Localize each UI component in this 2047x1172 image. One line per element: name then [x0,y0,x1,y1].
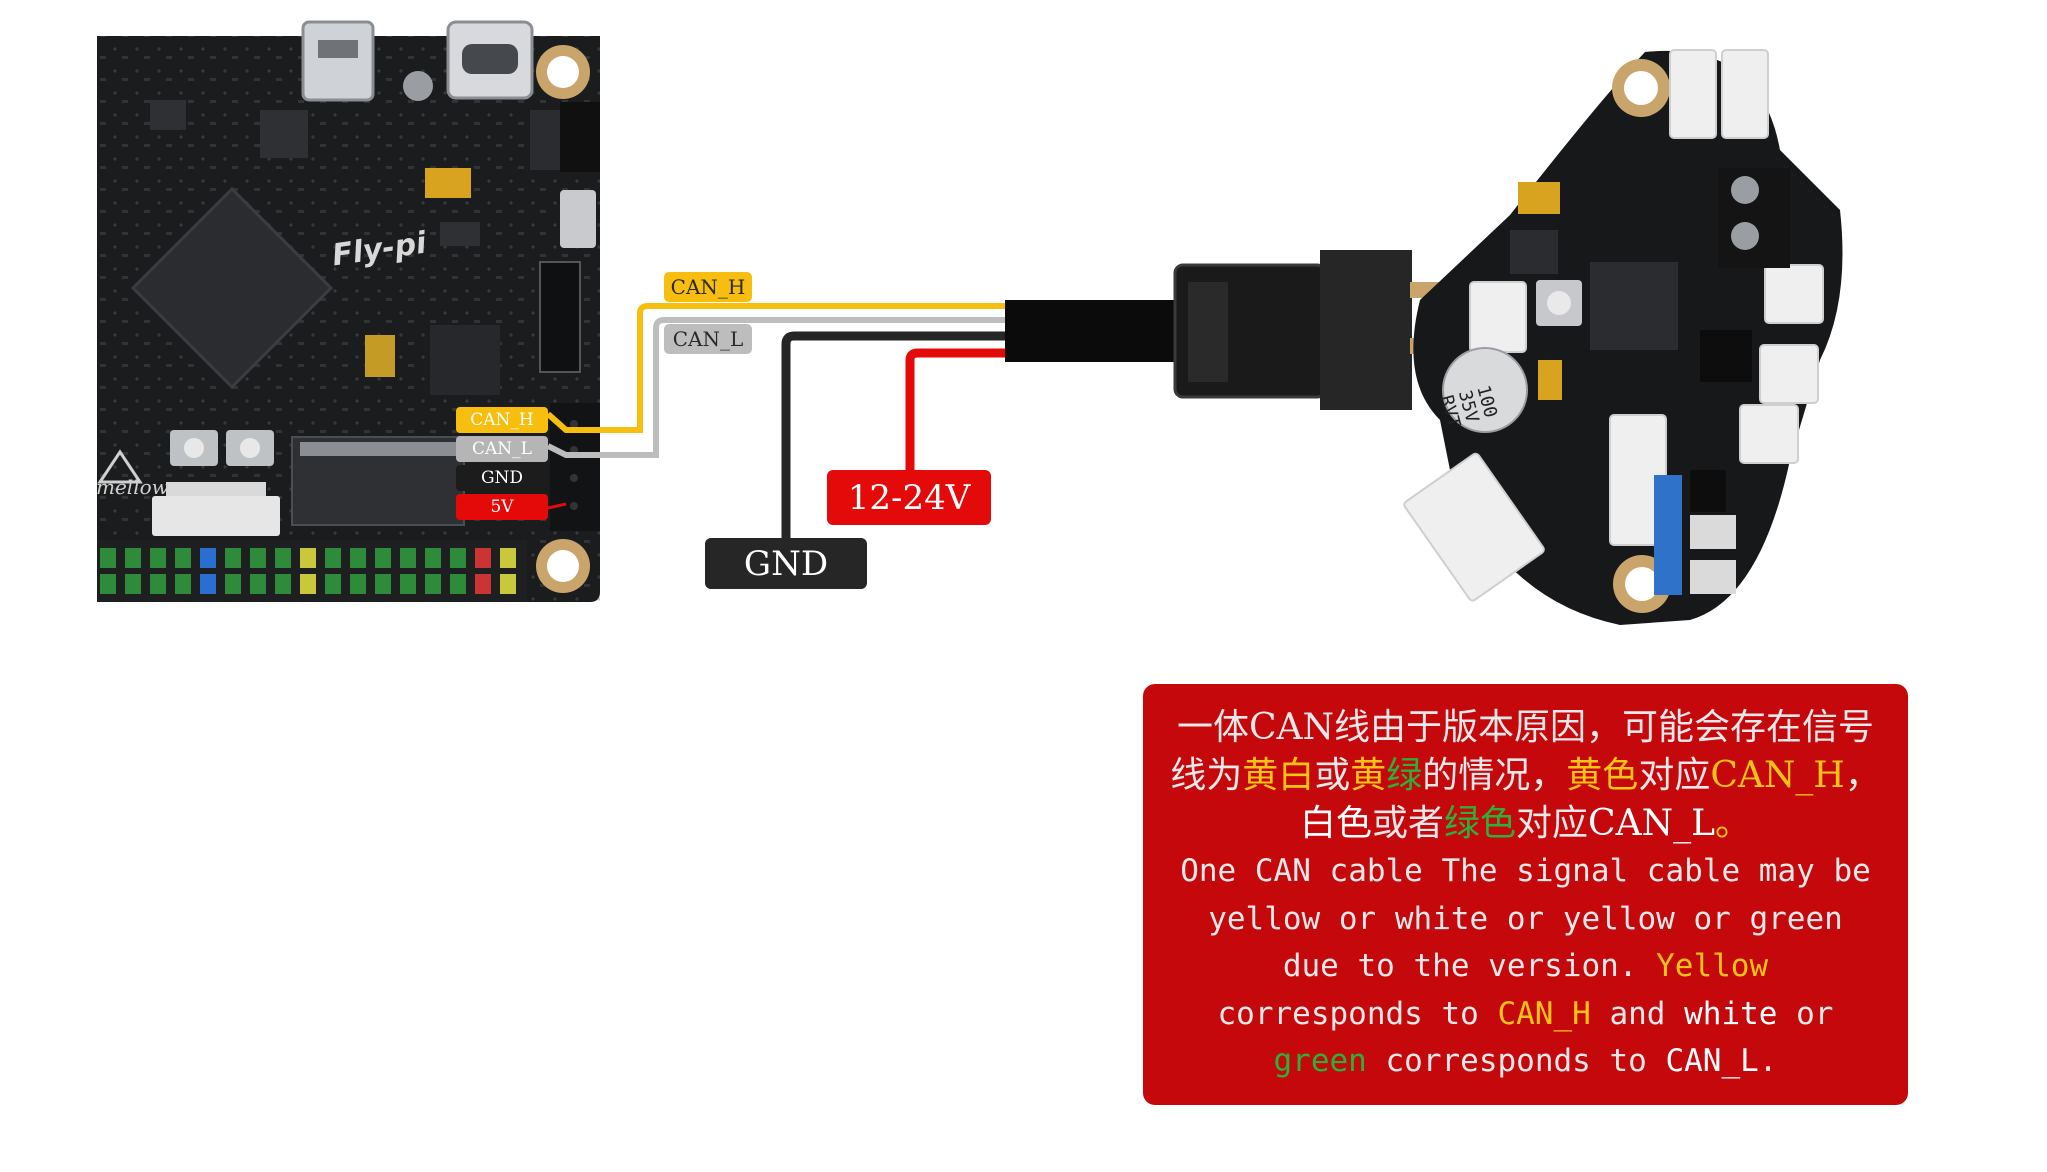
note-segment: ， [1844,755,1881,796]
note-segment: and [1590,995,1685,1032]
note-segment: CAN_H [1497,995,1591,1032]
gpio-pin [375,548,391,568]
gpio-pin [250,548,266,568]
note-segment: 黄白 [1242,755,1315,796]
gpio-pin [275,574,291,594]
brand-label: mellow [96,475,169,499]
capacitor [1442,347,1528,433]
gpio-pin [150,574,166,594]
cable-socket [1320,250,1412,410]
gpio-pin [300,548,316,568]
note-segment: or [1777,995,1834,1032]
note-segment: corresponds to [1366,1043,1666,1079]
note-segment: CAN_H [1710,755,1845,796]
gnd-wire [781,331,1010,538]
note-en-line-5: green corresponds to CAN_L. [1157,1038,1894,1086]
note-en-line-4: corresponds to CAN_H and white or [1157,991,1894,1039]
note-segment: . [1758,1043,1778,1079]
gpio-pin [400,548,416,568]
gpio-pin [300,574,316,594]
gpio-pin [150,548,166,568]
gpio-pin [475,574,491,594]
note-segment: CAN_L [1665,1043,1759,1079]
gpio-pin [400,574,416,594]
note-segment: 或 [1314,755,1351,796]
pin-label-gnd: GND [456,465,548,491]
note-segment: CAN_L [1588,803,1715,844]
note-segment: 绿色 [1444,803,1517,844]
fly-toolboard [1403,49,1843,625]
note-segment: 黄色 [1566,755,1639,796]
gpio-pin [425,548,441,568]
gpio-pin [225,548,241,568]
note-box: 一体CAN线由于版本原因，可能会存在信号 线为黄白或黄绿的情况，黄色对应CAN_… [1143,684,1908,1105]
note-segment: 对应 [1516,803,1589,844]
note-segment: 对应 [1638,755,1711,796]
note-cn-line-1: 一体CAN线由于版本原因，可能会存在信号 [1176,707,1875,748]
gpio-pin [375,574,391,594]
can-l-wire [546,317,1010,458]
note-segment: green [1273,1043,1367,1079]
note-cn-line-3: 白色或者绿色对应CAN_L。 [1157,800,1894,848]
gpio-pin [325,548,341,568]
power-label-gnd: GND [705,538,867,589]
soc-chip [130,186,334,390]
gpio-pin [325,574,341,594]
power-wire [905,348,1010,470]
gpio-pin [225,574,241,594]
usb-a-port [301,20,375,102]
gpio-pin [200,574,216,594]
gpio-pin [200,548,216,568]
cable-sleeve [1005,300,1185,362]
gpio-pin [125,574,141,594]
pin-label-can-l: CAN_L [456,436,548,462]
note-segment: 黄 [1350,755,1387,796]
note-segment: 白色 [1299,803,1372,844]
gpio-pin [175,574,191,594]
gpio-pin [100,548,116,568]
note-segment: Yellow [1656,948,1769,984]
note-segment: white [1684,995,1778,1032]
wire-label-can-l: CAN_L [664,324,752,354]
power-label-voltage: 12-24V [827,470,991,525]
gpio-pin [500,574,516,594]
note-cn-line-2: 线为黄白或黄绿的情况，黄色对应CAN_H， [1157,752,1894,800]
note-en-line-1: One CAN cable The signal cable may be [1180,853,1871,889]
note-segment: due to the version. [1282,948,1657,984]
gpio-pins [100,548,516,594]
gpio-pin [475,548,491,568]
gpio-pin [100,574,116,594]
pin-label-5v: 5V [456,494,548,520]
note-segment: 的情况， [1422,755,1567,796]
can-h-wire [546,303,1010,433]
gpio-pin [250,574,266,594]
gpio-pin [450,548,466,568]
gpio-pin [500,548,516,568]
note-en-line-2: yellow or white or yellow or green [1208,900,1843,937]
gpio-pin [425,574,441,594]
gpio-pin [350,548,366,568]
note-segment: 。 [1715,803,1752,844]
note-segment: corresponds to [1217,995,1498,1032]
note-segment: 线为 [1170,755,1243,796]
gpio-pin [175,548,191,568]
gpio-pin [350,574,366,594]
note-en-line-3: due to the version. Yellow [1157,943,1894,991]
wire-label-can-h: CAN_H [664,272,752,302]
gpio-pin [125,548,141,568]
gpio-pin [450,574,466,594]
gpio-pin [275,548,291,568]
note-segment: 或者 [1372,803,1445,844]
pin-label-can-h: CAN_H [456,407,548,433]
note-segment: 绿 [1386,755,1423,796]
